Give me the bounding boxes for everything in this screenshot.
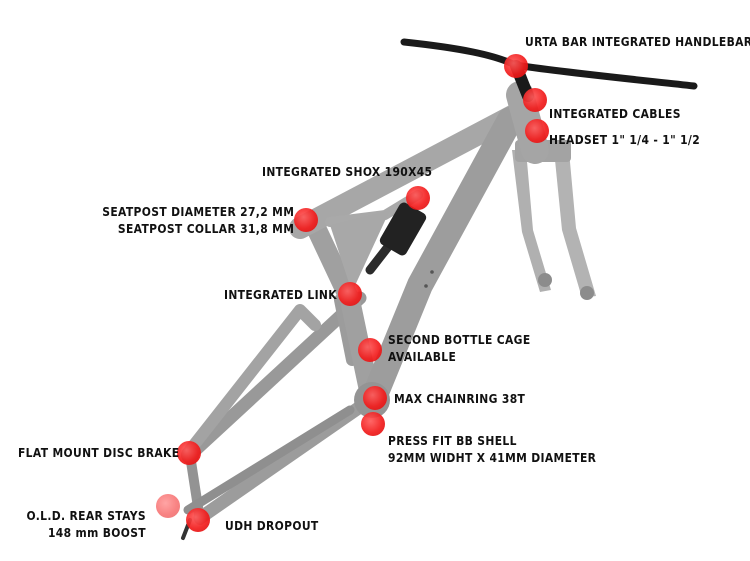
disc-brake-label: FLAT MOUNT DISC BRAKE <box>18 445 180 460</box>
link-marker <box>338 282 362 306</box>
link-label: INTEGRATED LINK <box>224 287 337 302</box>
shock-marker <box>406 186 430 210</box>
chainring-marker <box>363 386 387 410</box>
rear-triangle <box>183 291 377 525</box>
seatpost-diameter-text: SEATPOST DIAMETER 27,2 MM <box>102 204 294 219</box>
bottle-cage-marker <box>358 338 382 362</box>
dropout-label: UDH DROPOUT <box>225 518 319 533</box>
cables-marker <box>523 88 547 112</box>
cables-label: INTEGRATED CABLES <box>549 106 681 121</box>
bb-shell-marker <box>361 412 385 436</box>
seatpost-collar-text: SEATPOST COLLAR 31,8 MM <box>117 221 294 236</box>
old-line2: 148 mm BOOST <box>47 525 146 540</box>
bottle-cage-label: SECOND BOTTLE CAGE AVAILABLE <box>388 331 531 365</box>
headset-marker <box>525 119 549 143</box>
rear-stays-marker <box>156 494 180 518</box>
rear-stays-label: O.L.D. REAR STAYS 148 mm BOOST <box>26 507 146 541</box>
shock-label: INTEGRATED SHOX 190X45 <box>262 164 433 179</box>
bottle-cage-line2: AVAILABLE <box>388 349 457 364</box>
headset-label: HEADSET 1" 1/4 - 1" 1/2 <box>549 132 701 147</box>
old-line1: O.L.D. REAR STAYS <box>26 508 146 523</box>
bb-shell-label: PRESS FIT BB SHELL 92MM WIDHT X 41MM DIA… <box>388 432 596 466</box>
seatpost-label: SEATPOST DIAMETER 27,2 MM SEATPOST COLLA… <box>102 203 294 237</box>
seatpost-marker <box>294 208 318 232</box>
handlebar-label: URTA BAR INTEGRATED HANDLEBAR <box>525 34 750 49</box>
chainring-label: MAX CHAINRING 38T <box>394 391 526 406</box>
disc-brake-marker <box>177 441 201 465</box>
rear-shock <box>365 202 427 275</box>
bb-shell-line1: PRESS FIT BB SHELL <box>388 433 517 448</box>
dropout-marker <box>186 508 210 532</box>
handlebar-marker <box>504 54 528 78</box>
bottle-cage-line1: SECOND BOTTLE CAGE <box>388 332 531 347</box>
rocker-link <box>330 210 390 292</box>
suspension-fork <box>512 140 596 300</box>
bb-shell-line2: 92MM WIDHT X 41MM DIAMETER <box>388 450 597 465</box>
